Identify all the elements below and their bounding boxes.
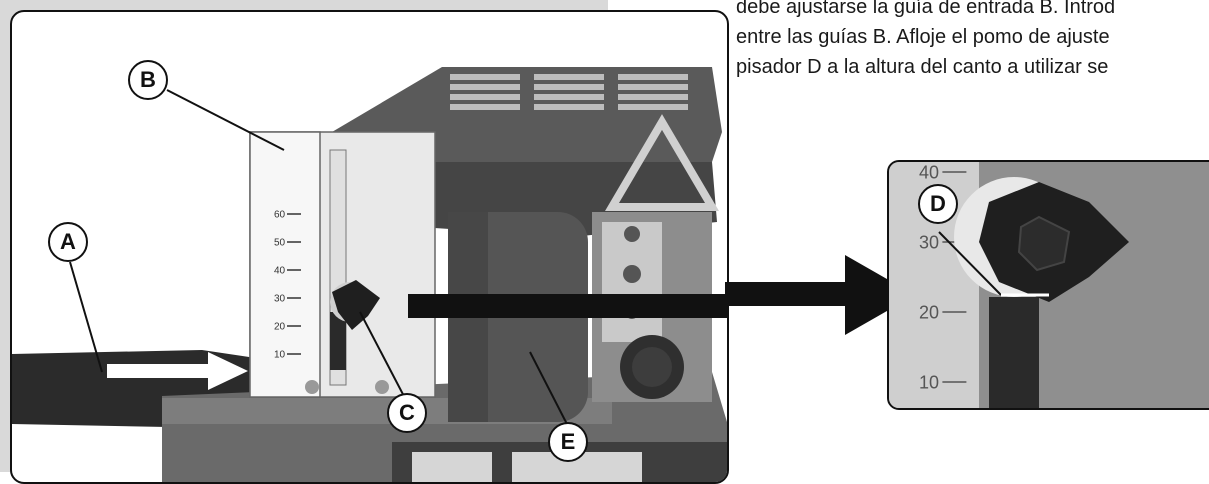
instruction-text: debe ajustarse la guía de entrada B. Int… — [736, 0, 1209, 82]
guide-scale-plate — [249, 131, 321, 398]
scale-tick-label: 30 — [274, 294, 286, 305]
warning-triangle-icon — [605, 114, 719, 211]
locking-knob-c — [332, 280, 380, 330]
vent-slots — [450, 74, 688, 110]
callout-a: A — [48, 222, 88, 262]
feed-arrow-shaft — [107, 364, 212, 378]
detail-edge-strip — [989, 297, 1039, 408]
callout-c: C — [387, 393, 427, 433]
edge-bander-illustration: 60 50 40 30 20 10 — [12, 67, 727, 482]
feed-arrow-icon — [208, 352, 248, 390]
scale-tick-label: 20 — [919, 302, 939, 322]
scale-tick-label: 20 — [274, 322, 286, 333]
instruction-line: pisador D a la altura del canto a utiliz… — [736, 56, 1109, 78]
instruction-line: entre las guías B. Afloje el pomo de aju… — [736, 26, 1110, 48]
guide-scale-ticks: 60 50 40 30 20 10 — [274, 210, 301, 361]
pointer-arrow — [725, 255, 915, 335]
scale-tick-label: 10 — [274, 350, 286, 361]
callout-e: E — [548, 422, 588, 462]
instruction-line: debe ajustarse la guía de entrada B. Int… — [736, 0, 1116, 18]
edge-in-slot — [330, 312, 346, 370]
scale-tick-label: 50 — [274, 238, 286, 249]
detail-scale-ticks: 40 30 20 10 — [919, 162, 967, 392]
lower-panel-slot — [412, 452, 492, 482]
scale-tick-label: 40 — [274, 266, 286, 277]
scale-tick-label: 30 — [919, 232, 939, 252]
detail-inset-frame: 40 30 20 10 — [887, 160, 1209, 410]
callout-d: D — [918, 184, 958, 224]
scale-tick-label: 10 — [919, 372, 939, 392]
scale-tick-label: 60 — [274, 210, 286, 221]
pointer-arrow-shaft — [408, 294, 727, 318]
scale-tick-label: 40 — [919, 162, 939, 182]
detail-illustration: 40 30 20 10 — [889, 162, 1209, 408]
pointer-arrow-head-icon — [845, 255, 915, 335]
main-illustration-frame: 60 50 40 30 20 10 — [10, 10, 729, 484]
callout-b: B — [128, 60, 168, 100]
